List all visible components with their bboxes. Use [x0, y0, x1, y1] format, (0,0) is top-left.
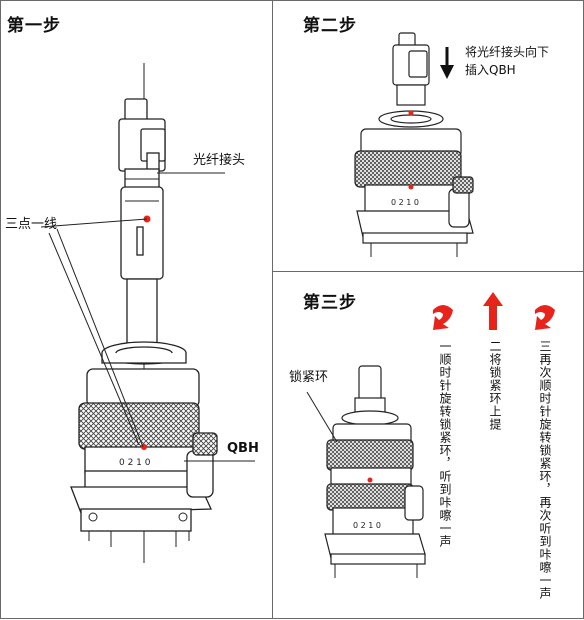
qbh-assembly-diagram-step1: 0 2 1 0 — [40, 63, 255, 563]
label-three-points-line: 三点一线 — [5, 217, 58, 232]
step3-panel: 0 2 1 0 第三步 锁紧环 一顺时针旋转锁紧环，听到咔嚓一声 二将锁紧环上提… — [272, 271, 584, 619]
curved-clockwise-arrow-icon-2 — [535, 305, 555, 330]
step1-title: 第一步 — [7, 16, 61, 36]
down-arrow-icon — [440, 47, 454, 79]
step2-instruction-line1: 将光纤接头向下 — [465, 45, 550, 59]
label-lock-ring: 锁紧环 — [289, 370, 329, 385]
step2-title: 第二步 — [303, 16, 357, 36]
alignment-dot-body — [408, 184, 414, 190]
step1-panel: 0 2 1 0 第一步 光纤接头 三点一线 QBH — [0, 0, 273, 619]
step3-title: 第三步 — [303, 293, 357, 313]
alignment-dot-top — [408, 110, 414, 116]
step3-instruction-1: 一顺时针旋转锁紧环，听到咔嚓一声 — [438, 340, 452, 548]
label-fiber-connector: 光纤接头 — [193, 153, 246, 168]
step3-instruction-2: 二将锁紧环上提 — [488, 340, 502, 431]
curved-clockwise-arrow-icon — [433, 305, 453, 330]
svg-text:0 2 1 0: 0 2 1 0 — [391, 198, 419, 207]
alignment-dot-step3 — [367, 477, 373, 483]
svg-text:0 2 1 0: 0 2 1 0 — [353, 521, 381, 530]
step2-panel: 0 2 1 0 第二步 将光纤接头向下 插入QBH — [272, 0, 584, 272]
up-arrow-icon — [483, 292, 503, 330]
label-qbh: QBH — [227, 441, 259, 456]
step2-instruction-line2: 插入QBH — [465, 63, 516, 77]
qbh-assembly-diagram-step2: 0 2 1 0 — [354, 32, 474, 257]
step3-instruction-3: 三再次顺时针旋转锁紧环，再次听到咔嚓一声 — [538, 340, 552, 600]
svg-text:0 2 1 0: 0 2 1 0 — [119, 458, 151, 468]
qbh-assembly-diagram-step3: 0 2 1 0 — [306, 292, 555, 578]
